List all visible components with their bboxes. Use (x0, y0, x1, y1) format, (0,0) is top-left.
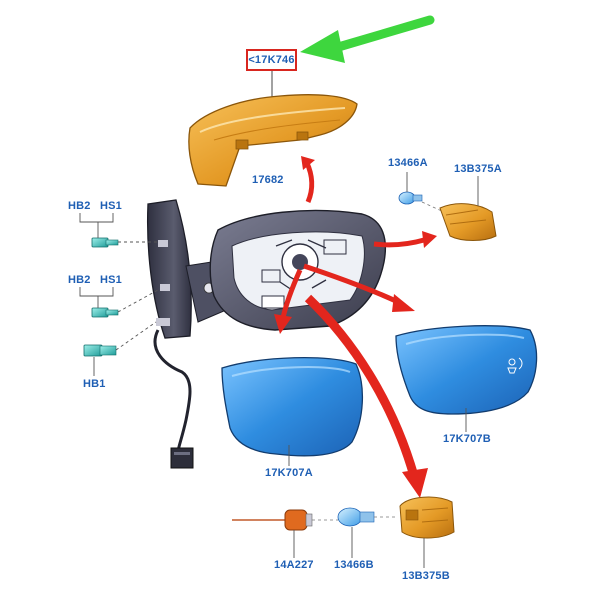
label-socket-a: 13B375A (454, 163, 502, 175)
label-hs1-top: HS1 (100, 200, 122, 212)
arrow-to-glass-left (274, 268, 303, 334)
socket-b-part[interactable] (399, 496, 455, 539)
wiring-harness (153, 329, 194, 469)
label-mirror-housing: 17682 (252, 174, 284, 186)
indicator-lamp-part[interactable] (232, 509, 313, 531)
label-bulb-a: 13466A (388, 157, 428, 169)
mirror-cover-part[interactable] (188, 94, 358, 187)
blind-spot-icon (507, 357, 523, 374)
label-hb2-top: HB2 (68, 200, 91, 212)
pointer-arrow (300, 15, 435, 63)
label-indicator-lamp: 14A227 (274, 559, 314, 571)
arrow-to-socket-b (304, 294, 428, 498)
screw-leaders (79, 213, 159, 376)
socket-a-part[interactable] (439, 203, 497, 241)
screw-hb2-mid[interactable] (91, 307, 119, 318)
mirror-glass-left-part[interactable] (221, 356, 364, 457)
bulb-a-part[interactable] (398, 191, 423, 205)
label-bulb-b: 13466B (334, 559, 374, 571)
arrow-to-glass-right (303, 263, 415, 312)
label-hb2-mid: HB2 (68, 274, 91, 286)
arrow-to-cover (301, 156, 315, 203)
screw-hb2-top[interactable] (91, 237, 119, 248)
arrow-to-socket-a (373, 231, 437, 248)
mirror-glass-right-part[interactable] (395, 325, 538, 415)
bulb-b-part[interactable] (337, 507, 375, 527)
highlighted-part-label: <17K746 (248, 54, 295, 66)
label-glass-right: 17K707B (443, 433, 491, 445)
label-socket-b: 13B375B (402, 570, 450, 582)
label-hb1: HB1 (83, 378, 106, 390)
label-glass-left: 17K707A (265, 467, 313, 479)
screw-hb1[interactable] (83, 344, 117, 357)
label-hs1-mid: HS1 (100, 274, 122, 286)
highlighted-part-callout[interactable]: <17K746 (246, 49, 297, 71)
